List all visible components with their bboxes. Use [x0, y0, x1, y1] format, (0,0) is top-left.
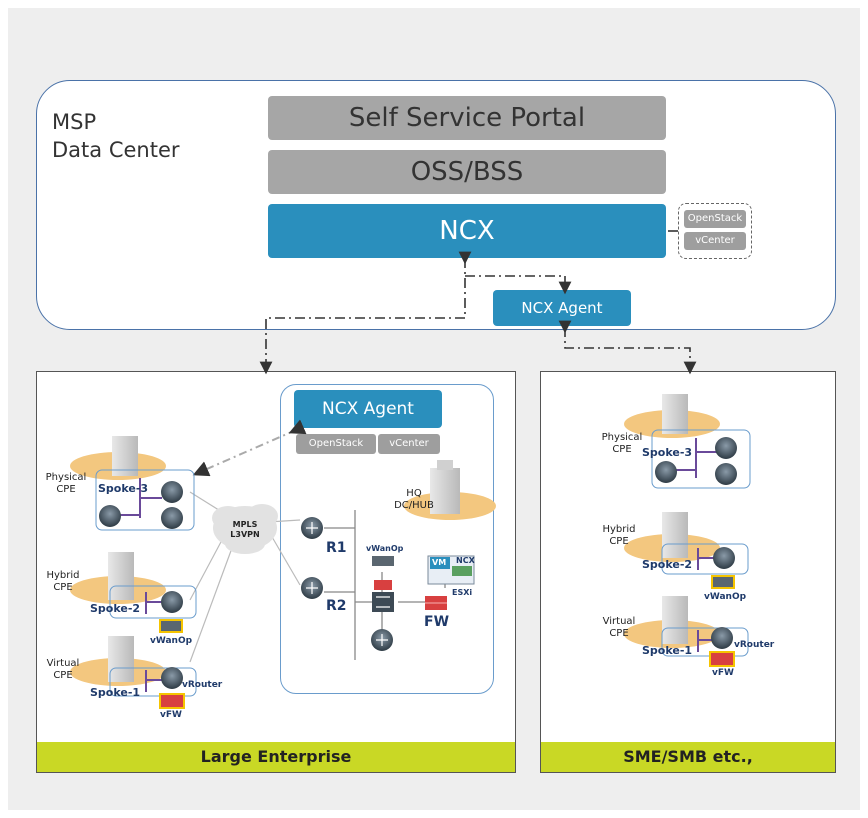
- hq-label-line1: HQ: [406, 488, 422, 499]
- le-spoke3-label: Spoke-3: [98, 482, 149, 495]
- le-hybrid-cpe: CPE: [53, 582, 73, 593]
- fw-icon: [425, 596, 447, 610]
- le-spoke2-router-icon: [161, 591, 183, 613]
- le-vfw-label: vFW: [160, 710, 182, 720]
- sme-hybrid-label: Hybrid: [602, 524, 636, 535]
- le-hybrid-cpe-label: Hybrid CPE: [38, 570, 88, 594]
- router-r2-icon: [301, 577, 323, 599]
- vm-label: VM: [432, 558, 447, 567]
- oss-bss-bar: OSS/BSS: [268, 150, 666, 194]
- sme-spoke1-building-icon: [624, 596, 720, 648]
- le-virtual-cpe: CPE: [53, 670, 73, 681]
- mpls-label-line2: L3VPN: [230, 530, 260, 539]
- sme-spoke3-box: [651, 429, 751, 489]
- sme-spoke3-label: Spoke-3: [642, 446, 693, 459]
- hq-label: HQ DC/HUB: [384, 488, 444, 512]
- esxi-label: ESXi: [452, 588, 473, 597]
- sme-vfw-icon: [709, 651, 735, 667]
- sme-spoke2-label: Spoke-2: [642, 558, 693, 571]
- sme-panel: [540, 371, 836, 773]
- le-spoke1-label: Spoke-1: [90, 686, 141, 699]
- sme-spoke1-label: Spoke-1: [642, 644, 693, 657]
- router-hq-bottom-icon: [371, 629, 393, 651]
- r1-label: R1: [326, 540, 347, 556]
- sme-virtual-cpe-label: Virtual CPE: [594, 616, 644, 640]
- sme-spoke3-building-icon: [624, 394, 720, 438]
- le-vrouter-label: vRouter: [182, 680, 223, 690]
- sme-spoke3-routers: [655, 437, 737, 485]
- mpls-label-line1: MPLS: [232, 520, 258, 529]
- le-spoke3-box: [95, 469, 195, 531]
- le-vwanop-icon: [159, 619, 183, 633]
- openstack-chip-hq: OpenStack: [296, 434, 376, 454]
- connector-lines: [259, 230, 697, 375]
- orchestrator-group: [678, 203, 752, 259]
- hq-switch-icon: [372, 592, 394, 612]
- le-spoke1-building-icon: [70, 636, 166, 686]
- r2-label: R2: [326, 598, 347, 614]
- data-center-label: Data Center: [52, 138, 180, 162]
- ncx-agent-dc: NCX Agent: [493, 290, 631, 326]
- sme-hybrid-cpe: CPE: [609, 536, 629, 547]
- self-service-portal-bar: Self Service Portal: [268, 96, 666, 140]
- sme-vrouter-icon: [711, 627, 733, 649]
- vcenter-chip: vCenter: [684, 232, 746, 250]
- sme-spoke2-router-icon: [713, 547, 735, 569]
- le-spoke1-lan: [145, 670, 164, 692]
- sme-footer: SME/SMB etc.,: [541, 742, 835, 772]
- mpls-label: MPLS L3VPN: [222, 520, 268, 540]
- hq-label-line2: DC/HUB: [394, 500, 434, 511]
- msp-data-center-title: MSP Data Center: [52, 108, 180, 164]
- le-spoke2-label: Spoke-2: [90, 602, 141, 615]
- sme-spoke2-box: [661, 543, 749, 575]
- le-spoke3-routers: [99, 481, 183, 529]
- msp-label: MSP: [52, 110, 97, 134]
- sme-physical-cpe: CPE: [612, 444, 632, 455]
- fw-label: FW: [424, 614, 450, 630]
- large-enterprise-footer: Large Enterprise: [37, 742, 515, 772]
- vwanop-hq-icon: [372, 556, 394, 566]
- le-vwanop-label: vWanOp: [150, 636, 193, 646]
- le-physical-cpe: CPE: [56, 484, 76, 495]
- le-spoke1-box: [109, 667, 197, 697]
- hq-firewall-small-icon: [374, 580, 392, 590]
- sme-vwanop-label: vWanOp: [704, 592, 747, 602]
- agent-to-spoke3-link: [192, 419, 307, 477]
- vcenter-chip-hq: vCenter: [378, 434, 440, 454]
- le-spoke3-building-icon: [70, 436, 166, 480]
- sme-spoke1-box: [661, 627, 749, 657]
- le-spoke2-building-icon: [70, 552, 166, 604]
- le-vfw-icon: [159, 693, 185, 709]
- le-spoke2-box: [109, 585, 197, 619]
- sme-hybrid-cpe-label: Hybrid CPE: [594, 524, 644, 548]
- ncx-vm-label: NCX: [456, 556, 475, 565]
- sme-virtual-label: Virtual: [602, 616, 636, 627]
- router-r1-icon: [301, 517, 323, 539]
- le-hybrid-label: Hybrid: [46, 570, 80, 581]
- ncx-agent-hq: NCX Agent: [294, 390, 442, 428]
- le-physical-label: Physical: [45, 472, 87, 483]
- vwanop-hq-label: vWanOp: [366, 544, 404, 553]
- sme-vrouter-label: vRouter: [734, 640, 775, 650]
- le-virtual-cpe-label: Virtual CPE: [38, 658, 88, 682]
- le-physical-cpe-label: Physical CPE: [38, 472, 94, 496]
- sme-physical-label: Physical: [601, 432, 643, 443]
- sme-physical-cpe-label: Physical CPE: [594, 432, 650, 456]
- sme-vwanop-icon: [711, 575, 735, 589]
- openstack-chip: OpenStack: [684, 210, 746, 228]
- sme-virtual-cpe: CPE: [609, 628, 629, 639]
- ncx-bar: NCX: [268, 204, 666, 258]
- le-virtual-label: Virtual: [46, 658, 80, 669]
- sme-vfw-label: vFW: [712, 668, 734, 678]
- sme-spoke2-building-icon: [624, 512, 720, 562]
- mpls-cloud: [212, 504, 278, 554]
- le-vrouter-icon: [161, 667, 183, 689]
- esxi-server-icon: [427, 555, 475, 585]
- hq-building-icon: [404, 460, 496, 520]
